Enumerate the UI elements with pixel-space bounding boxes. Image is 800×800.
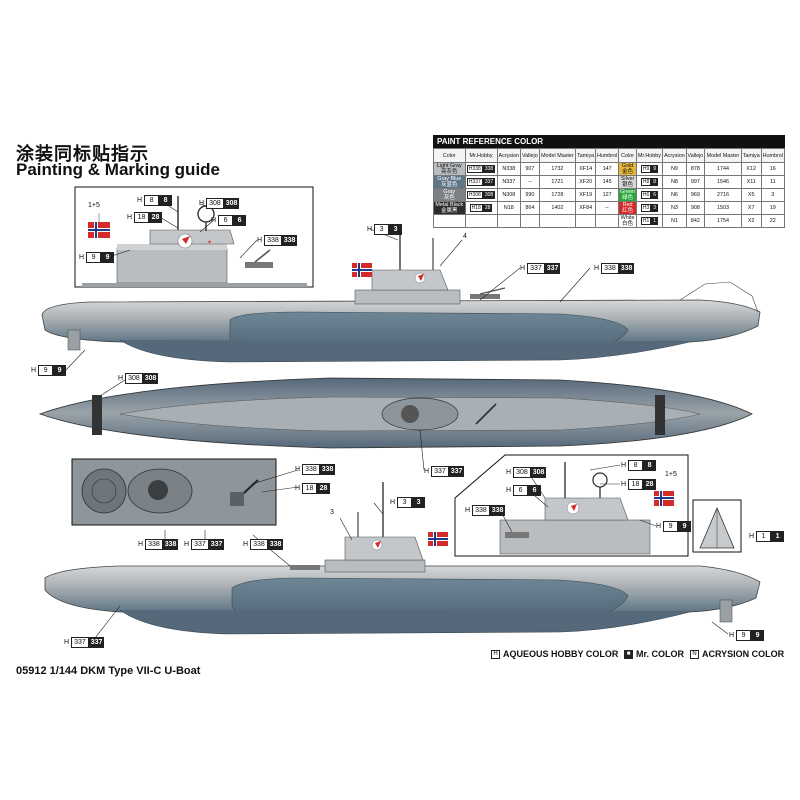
page-title-chinese: 涂装同标贴指示 (16, 144, 149, 165)
vallejo-code: 969 (685, 188, 706, 202)
conning-tower-detail-right (499, 462, 651, 555)
flag-norway-side-2 (428, 532, 448, 546)
legend-acrysion-label: ACRYSION COLOR (702, 649, 785, 659)
column-header: Tamiya (575, 148, 596, 163)
legend-aqueous-label: AQUEOUS HOBBY COLOR (503, 649, 619, 659)
mr-color-key: ■ (624, 649, 633, 659)
humbrol-code: 19 (760, 201, 786, 215)
column-header: Tamiya (740, 148, 762, 163)
paint-reference-title: PAINT REFERENCE COLOR (433, 135, 785, 148)
column-header: Model Master (704, 148, 742, 163)
flag-norway-right (654, 491, 674, 506)
conning-tower-detail-left: ✶ (82, 196, 307, 287)
decal-number-label: 1+5 (88, 202, 100, 209)
stem-detail-image (699, 506, 735, 549)
column-header: Vallejo (685, 148, 706, 163)
hull-side-view-lower (44, 482, 761, 635)
page-title: Painting & Marking guide (16, 160, 221, 179)
flag-norway-left (88, 213, 110, 238)
deck-detail-image (81, 468, 259, 514)
legend-aqueous: H AQUEOUS HOBBY COLOR (491, 649, 618, 659)
flag-norway-side-1 (352, 263, 372, 277)
column-header: Humbrol (760, 148, 786, 163)
column-header: Acrysion (662, 148, 687, 163)
hull-side-view-upper (41, 232, 761, 363)
acrysion-key: N (690, 649, 699, 659)
decal-number-label: 3 (330, 509, 334, 516)
kit-title: 05912 1/144 DKM Type VII-C U-Boat (16, 665, 201, 677)
decal-number-label: 1+5 (665, 471, 677, 478)
vallejo-code: 842 (685, 214, 706, 228)
humbrol-code: 22 (760, 214, 786, 228)
column-header: Color (433, 148, 466, 163)
svg-text:✶: ✶ (207, 239, 212, 246)
decal-number-label: 4 (463, 233, 467, 240)
legend-mr-label: Mr. COLOR (636, 649, 685, 659)
column-header: Model Master (538, 148, 577, 163)
aqueous-key: H (491, 649, 500, 659)
model-master-code: 1754 (704, 214, 742, 228)
legend-acrysion: N ACRYSION COLOR (690, 649, 784, 659)
hull-top-view (38, 377, 753, 449)
legend-mr-color: ■ Mr. COLOR (624, 649, 684, 659)
